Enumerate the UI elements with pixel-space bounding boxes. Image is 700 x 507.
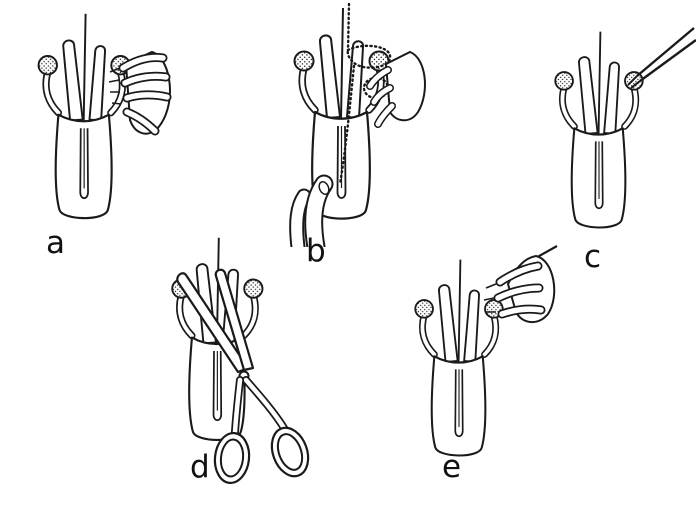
hand-icon <box>366 50 426 128</box>
hand-icon <box>108 50 172 136</box>
flower-pinched-by-fingers-illustration <box>384 245 558 476</box>
flower-cut-with-scissors-illustration <box>132 230 310 485</box>
panel-c <box>516 26 696 244</box>
panel-b-label: b <box>306 233 326 269</box>
flower-with-forceps-illustration <box>516 27 696 244</box>
fingers-icon <box>483 245 558 323</box>
panel-e <box>384 244 559 476</box>
panel-a <box>6 8 178 240</box>
thread-icon <box>338 2 392 186</box>
scissors-icon <box>176 268 310 485</box>
panel-a-label: a <box>46 225 65 261</box>
thumb-icon <box>289 174 334 247</box>
forceps-icon <box>627 27 696 89</box>
panel-d-label: d <box>190 449 210 485</box>
panel-b <box>250 0 435 247</box>
flower-tied-with-thread-illustration <box>289 2 426 247</box>
panel-d <box>132 230 327 492</box>
flower-bud-opened-by-hand-illustration <box>6 8 172 240</box>
panel-c-label: c <box>584 239 602 275</box>
panel-e-label: e <box>442 449 462 485</box>
